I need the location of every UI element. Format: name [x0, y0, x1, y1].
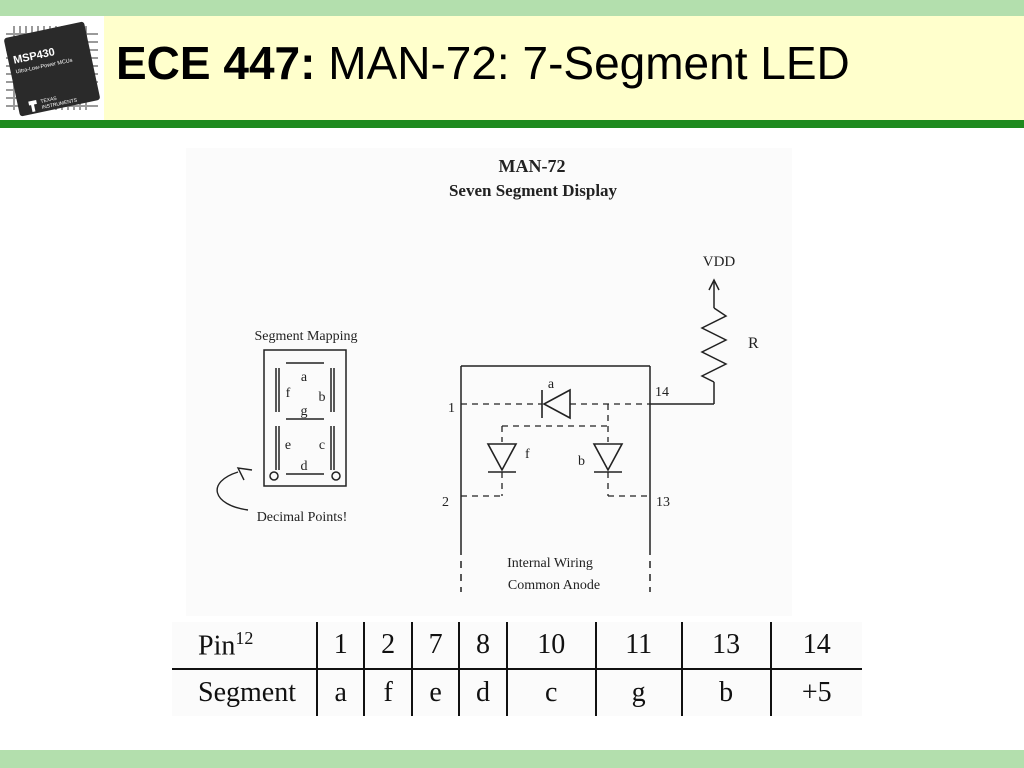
- pin-label-13: 13: [656, 495, 670, 510]
- diode-label-f: f: [525, 447, 530, 462]
- segment-cell: f: [363, 669, 412, 716]
- pin-cell: 7: [410, 622, 460, 670]
- wiring-caption-line2: Common Anode: [508, 578, 600, 593]
- pin-label-14: 14: [655, 385, 669, 400]
- pin-cell: 10: [505, 622, 596, 670]
- decimal-points-arrow: [216, 471, 249, 511]
- pin-header: Pin: [198, 630, 236, 662]
- internal-dashed-wiring: [461, 403, 650, 497]
- diode-label-a: a: [548, 377, 555, 392]
- segment-label-f: f: [286, 386, 291, 401]
- pin-header-cell: Pin12: [172, 622, 317, 670]
- segment-label-a: a: [301, 370, 308, 385]
- resistor-label: R: [748, 335, 759, 352]
- pin-header-sup: 12: [235, 627, 254, 648]
- bottom-band: [0, 750, 1024, 768]
- title-topic: MAN-72: 7-Segment LED: [328, 37, 850, 89]
- diagram-panel: [186, 148, 792, 616]
- segment-cell: d: [458, 669, 507, 716]
- segment-label-e: e: [285, 438, 291, 453]
- decimal-point-left: [269, 471, 279, 481]
- segment-cell: +5: [769, 669, 862, 716]
- pin-cell: 13: [680, 622, 771, 670]
- top-band: [0, 0, 1024, 16]
- page-title: ECE 447: MAN-72: 7-Segment LED: [116, 38, 850, 89]
- segment-mapping-label: Segment Mapping: [254, 329, 357, 344]
- pin-cell: 14: [769, 622, 862, 670]
- chip-maker-line1: TEXAS: [40, 96, 58, 105]
- vdd-label: VDD: [703, 254, 736, 270]
- pin-label-2: 2: [442, 495, 449, 510]
- segment-label-c: c: [319, 438, 325, 453]
- segment-header: Segment: [198, 677, 296, 708]
- segment-cell: a: [315, 669, 365, 716]
- segment-cell: b: [680, 669, 771, 716]
- decimal-points-label: Decimal Points!: [257, 510, 348, 525]
- pin-cell: 1: [315, 622, 365, 670]
- pin-label-1: 1: [448, 401, 455, 416]
- diagram-subtitle: Seven Segment Display: [449, 181, 618, 200]
- header-rule: [0, 120, 1024, 128]
- decimal-point-right: [331, 471, 341, 481]
- header-bar: [0, 16, 1024, 120]
- segment-label-d: d: [301, 459, 308, 474]
- pin-cell: 2: [363, 622, 412, 670]
- diagram-title: MAN-72: [499, 156, 566, 176]
- wiring-caption-line1: Internal Wiring: [507, 556, 593, 571]
- title-course: ECE 447:: [116, 37, 316, 89]
- table-row-pins: Pin12 1 2 7 8 10 11 13 14: [172, 622, 862, 670]
- pin-cell: 11: [594, 622, 682, 670]
- seven-segment-outline: [263, 349, 347, 487]
- diode-f: [486, 443, 518, 473]
- segment-label-b: b: [319, 390, 326, 405]
- diode-a: [541, 388, 571, 420]
- decimal-points-arrow-head: [236, 467, 253, 481]
- segment-label-g: g: [301, 404, 308, 419]
- segment-cell: g: [594, 669, 682, 716]
- diode-label-b: b: [578, 454, 585, 469]
- segment-cell: e: [410, 669, 460, 716]
- supply-wiring: [650, 278, 728, 405]
- diode-b: [592, 443, 624, 473]
- table-row-segments: Segment a f e d c g b +5: [172, 669, 862, 716]
- ti-logo-icon: [28, 99, 37, 112]
- pin-cell: 8: [458, 622, 507, 670]
- pin-segment-table: Pin12 1 2 7 8 10 11 13 14 Segment a f e …: [172, 622, 862, 716]
- msp430-chip-logo: MSP430 Ultra-Low-Power MCUs TEXAS INSTRU…: [0, 16, 104, 120]
- segment-cell: c: [505, 669, 596, 716]
- package-outline: [460, 365, 651, 592]
